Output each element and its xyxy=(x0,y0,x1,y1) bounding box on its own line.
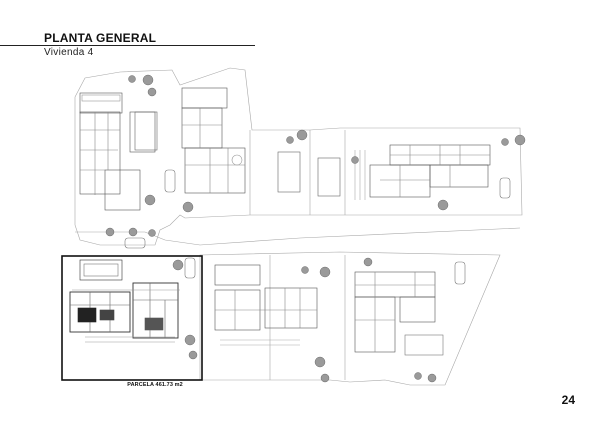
road-line xyxy=(75,227,521,246)
house-2 xyxy=(181,87,246,194)
lot-divisions-south xyxy=(269,255,346,380)
pool-north xyxy=(134,111,341,197)
site-boundary-north xyxy=(74,67,523,246)
cars xyxy=(124,169,511,285)
page-number: 24 xyxy=(561,393,575,407)
house-6 xyxy=(354,271,444,356)
house-4 xyxy=(69,259,180,343)
page-title: PLANTA GENERAL xyxy=(44,31,157,45)
house-3 xyxy=(354,144,491,200)
page-subtitle: Vivienda 4 xyxy=(44,47,94,58)
site-boundary-south xyxy=(199,251,501,386)
trees xyxy=(105,74,526,383)
house-5 xyxy=(214,264,318,346)
plot-area-label: PARCELA 461.73 m2 xyxy=(127,382,183,388)
house-1 xyxy=(79,92,156,211)
highlighted-plot xyxy=(61,255,203,381)
title-divider xyxy=(0,45,255,46)
lot-divisions xyxy=(249,130,346,215)
